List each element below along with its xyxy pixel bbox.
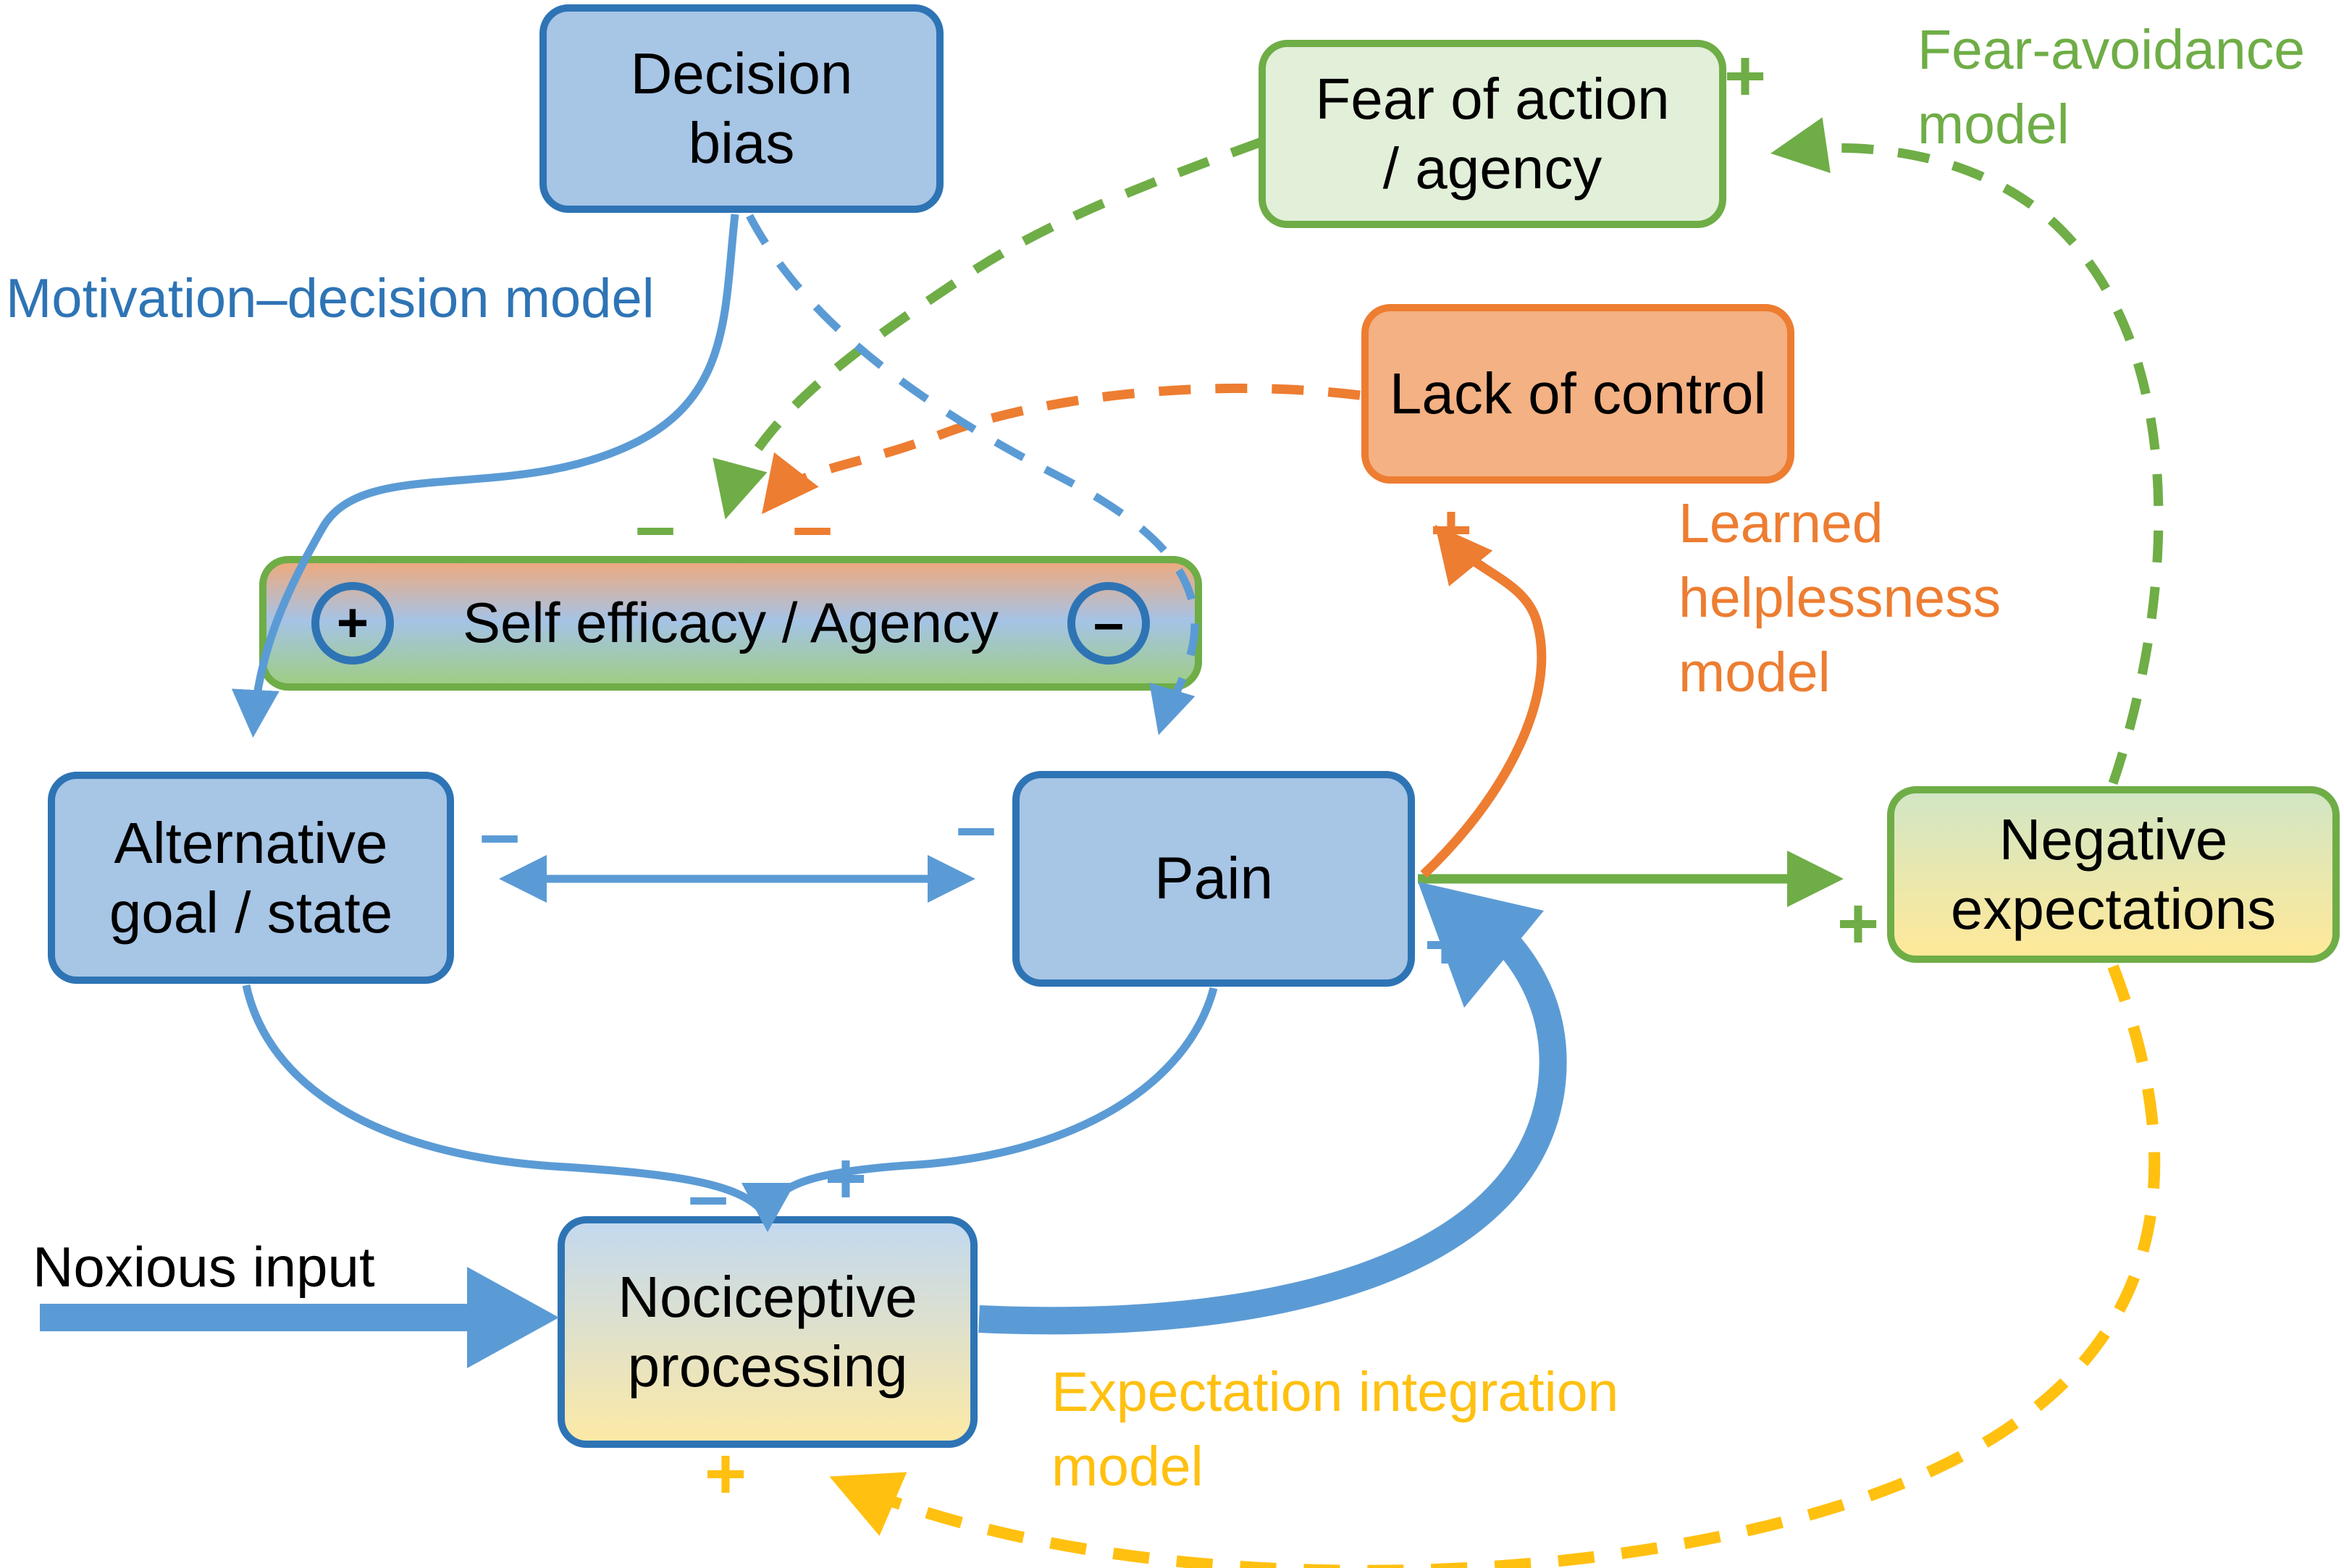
label-line: Expectation integration: [1051, 1361, 1619, 1423]
arrowhead-noxious-input: [467, 1267, 559, 1368]
node-lack-of-control: Lack of control: [1361, 304, 1794, 484]
sign-plus-nociceptive-to-pain: +: [1424, 904, 1467, 985]
node-label: bias: [688, 111, 795, 175]
label-line: Learned: [1679, 492, 1883, 555]
label-line: Fear-avoidance: [1917, 19, 2306, 81]
sign-plus-pain-to-negative-expectations: +: [1836, 883, 1880, 964]
label-line: helplessness: [1679, 567, 2001, 630]
label-noxious-input: Noxious input: [33, 1235, 375, 1299]
sign-plus-negative-expectations-to-fear: +: [1723, 35, 1767, 117]
label-motivation-decision-model: Motivation–decision model: [6, 268, 655, 329]
node-label: Negative: [1999, 807, 2228, 872]
node-nociceptive-processing: Nociceptive processing: [558, 1216, 978, 1448]
sign-plus-pain-to-nociceptive: +: [824, 1138, 868, 1219]
node-label: Fear of action: [1315, 67, 1670, 131]
label-line: model: [1917, 93, 2070, 156]
node-label: Self efficacy / Agency: [463, 591, 999, 655]
sign-plus-pain-to-lack-of-control: +: [1429, 489, 1473, 570]
node-label: expectations: [1950, 877, 2277, 941]
node-fear-of-action: Fear of action / agency: [1259, 40, 1726, 228]
node-negative-expectations: Negative expectations: [1887, 786, 2340, 963]
label-learned-helplessness-model: Learned helplessness model: [1679, 486, 2001, 711]
edge-alternative-to-nociceptive: [242, 984, 762, 1211]
node-label: Decision: [630, 41, 853, 106]
node-label: Nociceptive: [618, 1265, 917, 1329]
node-pain: Pain: [1012, 771, 1415, 987]
node-alternative-goal-state: Alternative goal / state: [48, 772, 454, 984]
sign-plus-expectation-to-nociceptive: +: [704, 1433, 747, 1514]
node-label: Pain: [1154, 845, 1274, 911]
label-fear-avoidance-model: Fear-avoidance model: [1917, 13, 2305, 162]
node-label: Alternative: [114, 810, 388, 875]
node-label: / agency: [1382, 136, 1602, 201]
plus-circle-icon: +: [311, 582, 394, 665]
edge-lack-of-control-to-self-efficacy: [762, 383, 1361, 515]
label-expectation-integration-model: Expectation integration model: [1051, 1355, 1618, 1504]
sign-minus-lack-to-self-efficacy: –: [792, 486, 833, 567]
sign-minus-fear-to-self-efficacy: –: [635, 486, 676, 567]
node-self-efficacy: + Self efficacy / Agency –: [259, 556, 1202, 691]
sign-minus-alternative-to-pain: –: [956, 786, 996, 867]
node-label: Lack of control: [1389, 361, 1767, 426]
minus-circle-icon: –: [1067, 582, 1150, 665]
node-label: goal / state: [109, 880, 393, 945]
sign-minus-pain-to-alternative: –: [479, 793, 520, 874]
sign-minus-alternative-to-nociceptive: –: [688, 1155, 728, 1236]
label-line: model: [1679, 641, 1831, 704]
node-decision-bias: Decision bias: [539, 4, 944, 213]
edge-pain-to-lack-of-control: [1420, 524, 1547, 878]
node-label: processing: [627, 1334, 908, 1399]
label-line: model: [1051, 1436, 1203, 1499]
